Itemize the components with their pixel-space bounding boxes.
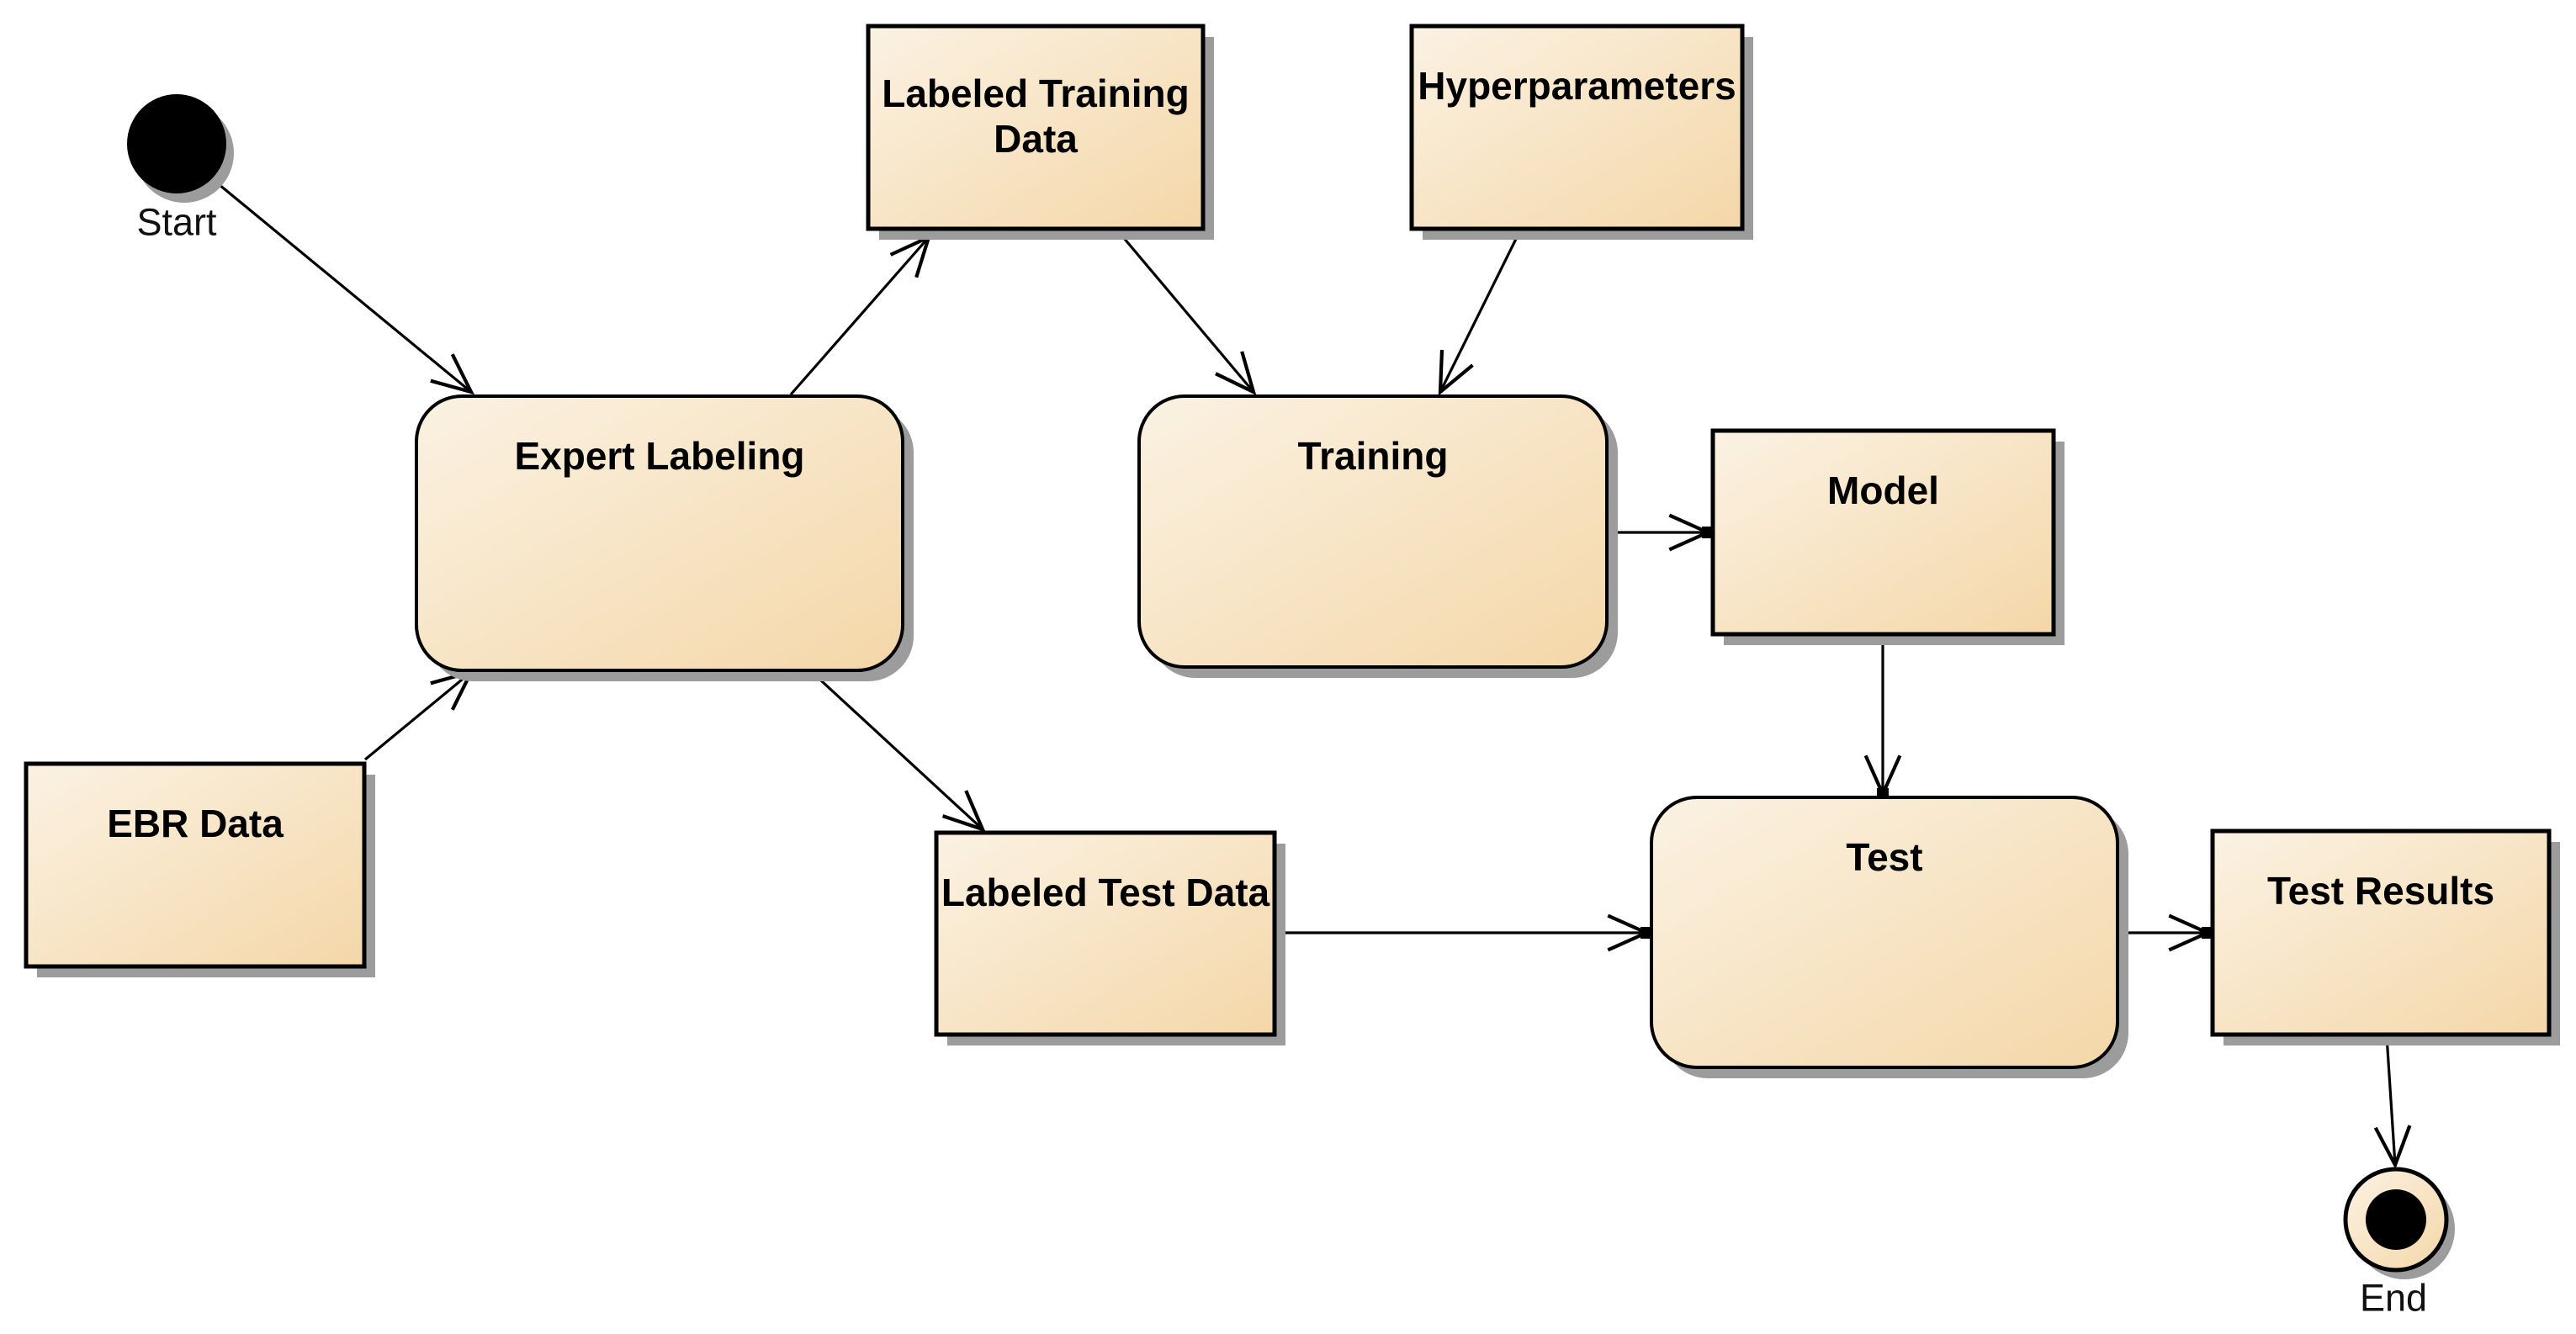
test-label: Test: [1846, 835, 1922, 879]
training-node: [1137, 394, 1618, 678]
training-label: Training: [1298, 434, 1449, 478]
model-node: [1710, 428, 2065, 645]
edges-layer: [213, 179, 2412, 1170]
ebr-data-label-line: EBR Data: [107, 802, 284, 845]
hyperparameters-to-training-connector-line: [1439, 231, 1521, 393]
ebr-data-shape: [24, 761, 367, 969]
ebr-data-label: EBR Data: [107, 802, 284, 845]
model-label-line: Model: [1827, 468, 1939, 512]
expert-labeling-label-line: Expert Labeling: [514, 434, 804, 478]
expert-labeling-to-labeled-test-data-arrowhead-icon: [941, 790, 986, 833]
labeled-training-data-to-training-arrowhead-icon: [1215, 351, 1257, 395]
hyperparameters-label: Hyperparameters: [1418, 64, 1736, 108]
test-node: [1650, 796, 2128, 1078]
labeled-test-data-to-test-tip-square: [1640, 927, 1652, 939]
nodes-layer: [24, 24, 2560, 1279]
test-results-node: [2210, 828, 2560, 1045]
start-node: [127, 94, 234, 203]
test-results-to-end-arrowhead-icon: [2373, 1125, 2412, 1170]
hyperparameters-shape: [1409, 24, 1745, 231]
labeled-training-data-node: [866, 24, 1214, 240]
expert-labeling-to-labeled-test-data-connector-line: [810, 670, 984, 831]
test-label-line: Test: [1846, 835, 1922, 879]
hyperparameters-node: [1409, 24, 1753, 240]
end-node: [2343, 1167, 2455, 1279]
model-label: Model: [1827, 468, 1939, 512]
test-results-label: Test Results: [2267, 869, 2494, 913]
hyperparameters-to-training-arrowhead-icon: [1438, 349, 1474, 396]
final-node-dot-icon: [2366, 1189, 2426, 1250]
initial-node-icon: [127, 94, 226, 193]
start-label: Start: [136, 201, 217, 244]
model-shape: [1710, 428, 2056, 637]
training-shape: [1137, 394, 1609, 669]
expert-labeling-to-labeled-training-data-connector-line: [789, 236, 930, 396]
expert-labeling-to-labeled-test-data-edge: [810, 670, 986, 833]
test-results-label-line: Test Results: [2267, 869, 2494, 913]
expert-labeling-shape: [415, 394, 904, 672]
ebr-data-node: [24, 761, 375, 977]
start-to-expert-labeling-arrowhead-icon: [430, 353, 474, 395]
hyperparameters-to-training-edge: [1438, 231, 1521, 396]
training-label-line: Training: [1298, 434, 1449, 478]
labeled-training-data-to-training-connector-line: [1117, 230, 1255, 394]
hyperparameters-label-line: Hyperparameters: [1418, 64, 1736, 108]
test-results-to-end-connector-line: [2385, 1035, 2397, 1166]
labeled-test-data-to-test-edge: [1276, 913, 1652, 952]
test-shape: [1650, 796, 2119, 1069]
start-to-expert-labeling-edge: [213, 179, 474, 395]
labeled-test-data-label-line: Labeled Test Data: [941, 871, 1270, 914]
labeled-test-data-node: [934, 830, 1285, 1045]
labeled-training-data-shape: [866, 24, 1206, 231]
labeled-training-data-to-training-edge: [1117, 230, 1257, 395]
labeled-test-data-shape: [934, 830, 1277, 1037]
labeled-test-data-label: Labeled Test Data: [941, 871, 1270, 914]
test-results-shape: [2210, 828, 2552, 1037]
labeled-training-data-label-line: Data: [994, 117, 1078, 161]
end-label: End: [2360, 1277, 2427, 1320]
ebr-data-to-expert-labeling-connector-line: [363, 670, 473, 761]
start-to-expert-labeling-connector-line: [213, 179, 473, 394]
expert-labeling-node: [415, 394, 914, 681]
labeled-training-data-label-line: Labeled Training: [882, 71, 1190, 115]
test-results-to-end-edge: [2373, 1035, 2412, 1170]
expert-labeling-label: Expert Labeling: [514, 434, 804, 478]
